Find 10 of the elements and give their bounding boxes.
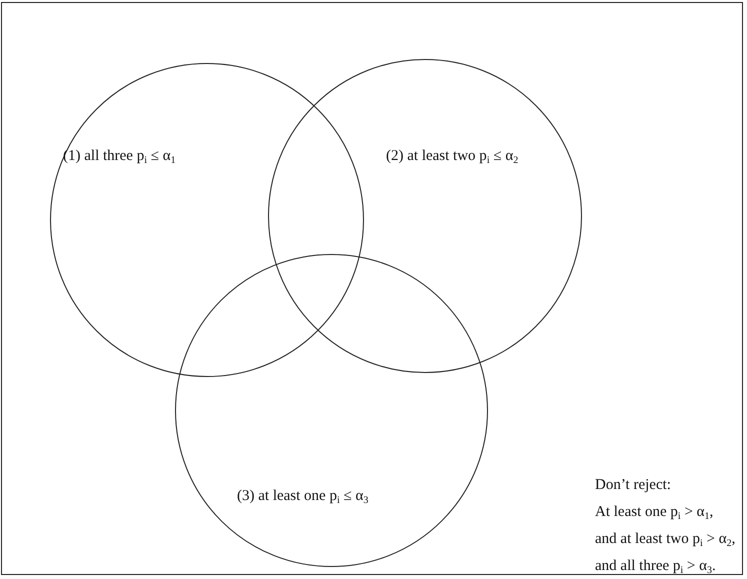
note-text: and all three p$_{i}$ > α$_{3}$. xyxy=(595,557,716,575)
set-label: (2) at least two p$_{i}$ ≤ α$_{2}$ xyxy=(386,147,518,165)
set-label: (1) all three p$_{i}$ ≤ α$_{1}$ xyxy=(63,147,176,165)
set-label: (3) at least one p$_{i}$ ≤ α$_{3}$ xyxy=(237,487,368,505)
note-text: Don’t reject: xyxy=(595,476,671,494)
venn-circle xyxy=(268,59,582,373)
venn-circle xyxy=(175,254,488,567)
venn-circle xyxy=(50,63,364,377)
note-text: and at least two p$_{i}$ > α$_{2}$, xyxy=(595,530,736,548)
note-text: At least one p$_{i}$ > α$_{1}$, xyxy=(595,503,714,521)
